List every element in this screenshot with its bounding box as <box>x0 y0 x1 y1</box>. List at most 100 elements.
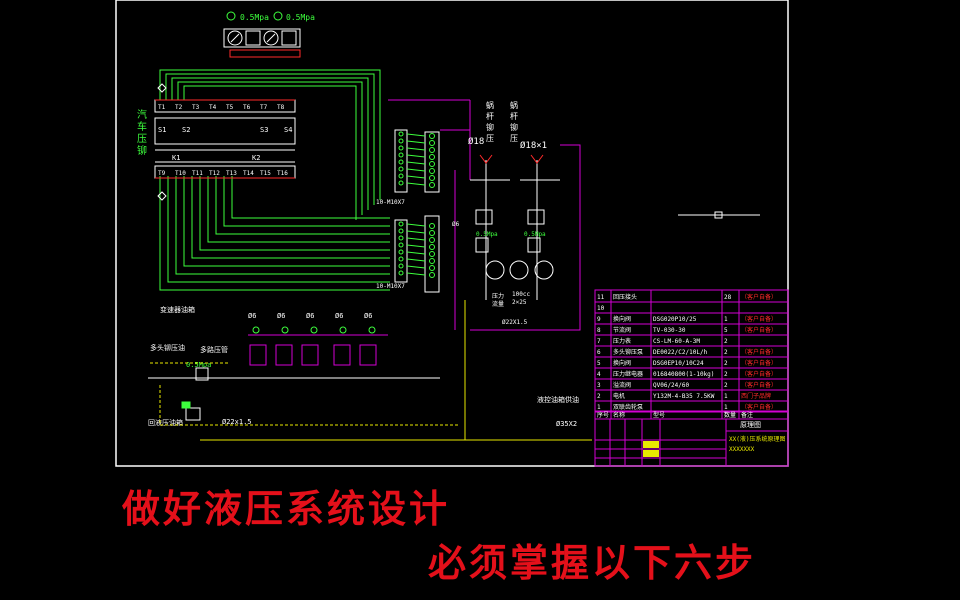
relay-label: T12 <box>209 170 220 177</box>
diamond-symbols <box>157 83 167 201</box>
pump-pressure-1: 0.5Mpa <box>476 231 498 238</box>
title-block-grid <box>595 419 726 466</box>
switch-k2: K2 <box>252 154 260 162</box>
table-cell: （客户自备） <box>741 370 777 378</box>
table-cell: （客户自备） <box>741 381 777 389</box>
pipe-size-label: Ø6 <box>306 312 314 320</box>
vertical-char: 杆 <box>486 111 494 121</box>
valve-block-label-2: 多头铆压油 <box>150 343 185 352</box>
side-label-b: 蜗杆铆压 <box>510 100 518 143</box>
cylinder-pair: 蜗杆铆压 蜗杆铆压 Ø18 Ø18×1 0.5Mpa 0.5Mpa 压力 流量 … <box>452 100 560 326</box>
table-cell: 4 <box>597 371 601 378</box>
vertical-char: 车 <box>137 120 147 133</box>
vertical-char: 压 <box>137 133 147 145</box>
switch-s4: S4 <box>284 126 292 134</box>
table-header-cell: 备注 <box>741 411 753 419</box>
switch-k1: K1 <box>172 154 180 162</box>
relay-label: T5 <box>226 104 234 111</box>
vertical-char: 铆 <box>137 144 147 157</box>
top-gauge-group: 0.5Mpa 0.5Mpa <box>223 11 315 58</box>
table-cell: 2 <box>724 371 728 378</box>
pipe-gauge <box>368 326 376 334</box>
table-cell: 1 <box>724 404 728 411</box>
title-block-highlight-1 <box>643 441 659 448</box>
table-cell: 双联齿轮泵 <box>613 403 643 411</box>
pump-pressure-2: 0.5Mpa <box>524 231 546 238</box>
table-cell: 3 <box>597 382 601 389</box>
table-cell: 9 <box>597 316 601 323</box>
table-cell: 7 <box>597 338 601 345</box>
table-cell: 换向阀 <box>613 359 631 367</box>
vertical-char: 汽 <box>137 108 147 121</box>
pipe-gauge <box>339 326 347 334</box>
table-cell: DSG0EP10/10C24 <box>653 360 704 367</box>
table-cell: 多头铆压泵 <box>613 348 643 356</box>
table-cell: 6 <box>597 349 601 356</box>
pipe-size-label: Ø6 <box>248 312 256 320</box>
table-cell: 溢流阀 <box>613 381 631 389</box>
switch-s2: S2 <box>182 126 190 134</box>
table-cell: 5 <box>597 360 601 367</box>
table-cell: 2 <box>724 349 728 356</box>
table-cell: 1 <box>597 404 601 411</box>
switch-s3: S3 <box>260 126 268 134</box>
table-cell: 2 <box>597 393 601 400</box>
relay-label: T7 <box>260 104 268 111</box>
terminal-rows <box>398 131 435 278</box>
relay-strip-top <box>154 99 296 113</box>
table-cell: 11 <box>597 294 605 301</box>
caption-line-1: 做好液压系统设计 <box>122 487 451 531</box>
relay-label: T3 <box>192 104 200 111</box>
table-cell: 8 <box>597 327 601 334</box>
table-header-cell: 名称 <box>613 411 625 419</box>
table-cell: 016840800(1-10kg) <box>653 371 714 378</box>
switch-labels: S1 S2 S3 S4 K1 K2 <box>158 126 292 162</box>
pipe-gauge <box>310 326 318 334</box>
relay-label: T9 <box>158 170 166 177</box>
vertical-char: 蜗 <box>510 100 518 110</box>
scale-symbol <box>678 211 760 219</box>
vertical-char: 铆 <box>510 122 518 132</box>
vertical-char: 铆 <box>486 122 494 132</box>
table-cell: 10 <box>597 305 605 312</box>
vertical-char: 压 <box>486 134 494 143</box>
pipe-gauge <box>281 326 289 334</box>
valve-block-row: 变速器油箱 多头铆压油 多路压管 0.5Mpa 回液压油箱 Ø22x1.5 Ø3… <box>148 300 592 441</box>
table-cell: 回压接头 <box>613 293 637 301</box>
relay-label: T10 <box>175 170 186 177</box>
table-cell: （客户自备） <box>741 403 777 411</box>
table-cell: 28 <box>724 294 732 301</box>
table-cell: 2 <box>724 360 728 367</box>
relay-label: T8 <box>277 104 285 111</box>
switch-lines <box>154 117 296 163</box>
cyl-size-a: Ø18 <box>468 136 484 147</box>
table-cell: 5 <box>724 327 728 334</box>
terminal-label-2: 10-M10X7 <box>376 283 405 290</box>
table-cell: 2 <box>724 338 728 345</box>
table-header-cell: 型号 <box>653 411 665 419</box>
caption-line-2: 必须掌握以下六步 <box>428 541 757 585</box>
pump-text-3: 100cc <box>512 291 530 298</box>
pump-text-2: 流量 <box>492 300 504 308</box>
pipe-label-a: Ø22X1.5 <box>502 319 528 326</box>
table-cell: 1 <box>724 316 728 323</box>
gauge-label-2: 0.5Mpa <box>286 13 315 22</box>
drawing-frame <box>115 0 789 467</box>
gauge-label-1: 0.5Mpa <box>240 13 269 22</box>
table-cell: 节流阀 <box>613 326 631 334</box>
pressure-small: 0.5Mpa <box>186 361 211 369</box>
switch-s1: S1 <box>158 126 166 134</box>
vertical-char: 杆 <box>510 111 518 121</box>
pipe-size-label: Ø6 <box>277 312 285 320</box>
bottom-pipe-1: Ø22x1.5 <box>222 418 252 426</box>
valve-block-label-1: 变速器油箱 <box>160 305 195 314</box>
bottom-pipe-2: Ø35X2 <box>556 420 577 428</box>
table-cell: （客户自备） <box>741 315 777 323</box>
title-block-1: 原理图 <box>740 421 761 429</box>
table-cell: （客户自备） <box>741 359 777 367</box>
